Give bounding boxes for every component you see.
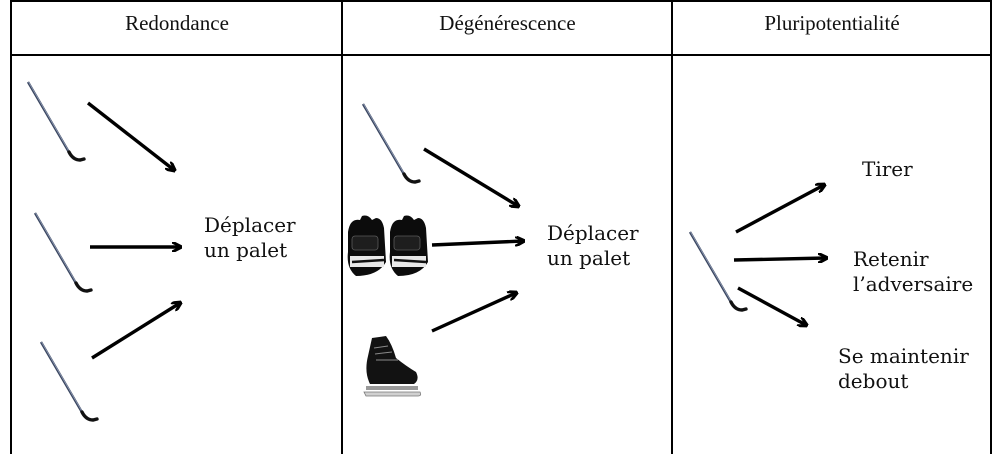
arrow <box>733 258 826 260</box>
target-line: un palet <box>204 238 288 262</box>
target-label-degenerescence: Déplacer un palet <box>547 221 639 271</box>
target-line: debout <box>838 369 909 393</box>
target-label-maintenir: Se maintenir debout <box>838 344 969 394</box>
arrow <box>737 286 806 325</box>
column-title-degenerescence: Dégénérescence <box>439 11 576 35</box>
hockey-gloves-icon <box>344 215 430 280</box>
target-line: Retenir <box>853 247 929 271</box>
target-line: Déplacer <box>547 221 639 245</box>
arrow <box>431 241 523 247</box>
hockey-stick-icon <box>26 80 86 162</box>
target-line: l’adversaire <box>853 272 974 296</box>
hockey-stick-icon <box>33 211 93 293</box>
arrow <box>735 185 824 234</box>
target-label-retenir: Retenir l’adversaire <box>853 247 973 297</box>
hockey-stick-icon <box>39 340 99 422</box>
target-line: Déplacer <box>204 213 296 237</box>
hockey-skate-icon <box>360 333 437 398</box>
column-title-redondance: Redondance <box>125 11 229 35</box>
target-label-tirer: Tirer <box>862 157 913 182</box>
arrow <box>91 303 180 360</box>
target-line: Se maintenir <box>838 344 969 368</box>
hockey-stick-icon <box>688 230 748 312</box>
arrow <box>423 147 518 206</box>
arrow <box>431 293 516 333</box>
target-line: Tirer <box>862 157 913 181</box>
target-label-redondance: Déplacer un palet <box>204 213 296 263</box>
hockey-stick-icon <box>361 102 421 184</box>
table-grid <box>10 0 992 454</box>
column-title-pluripotentialite: Pluripotentialité <box>764 11 900 35</box>
arrow <box>86 101 174 170</box>
target-line: un palet <box>547 246 631 270</box>
